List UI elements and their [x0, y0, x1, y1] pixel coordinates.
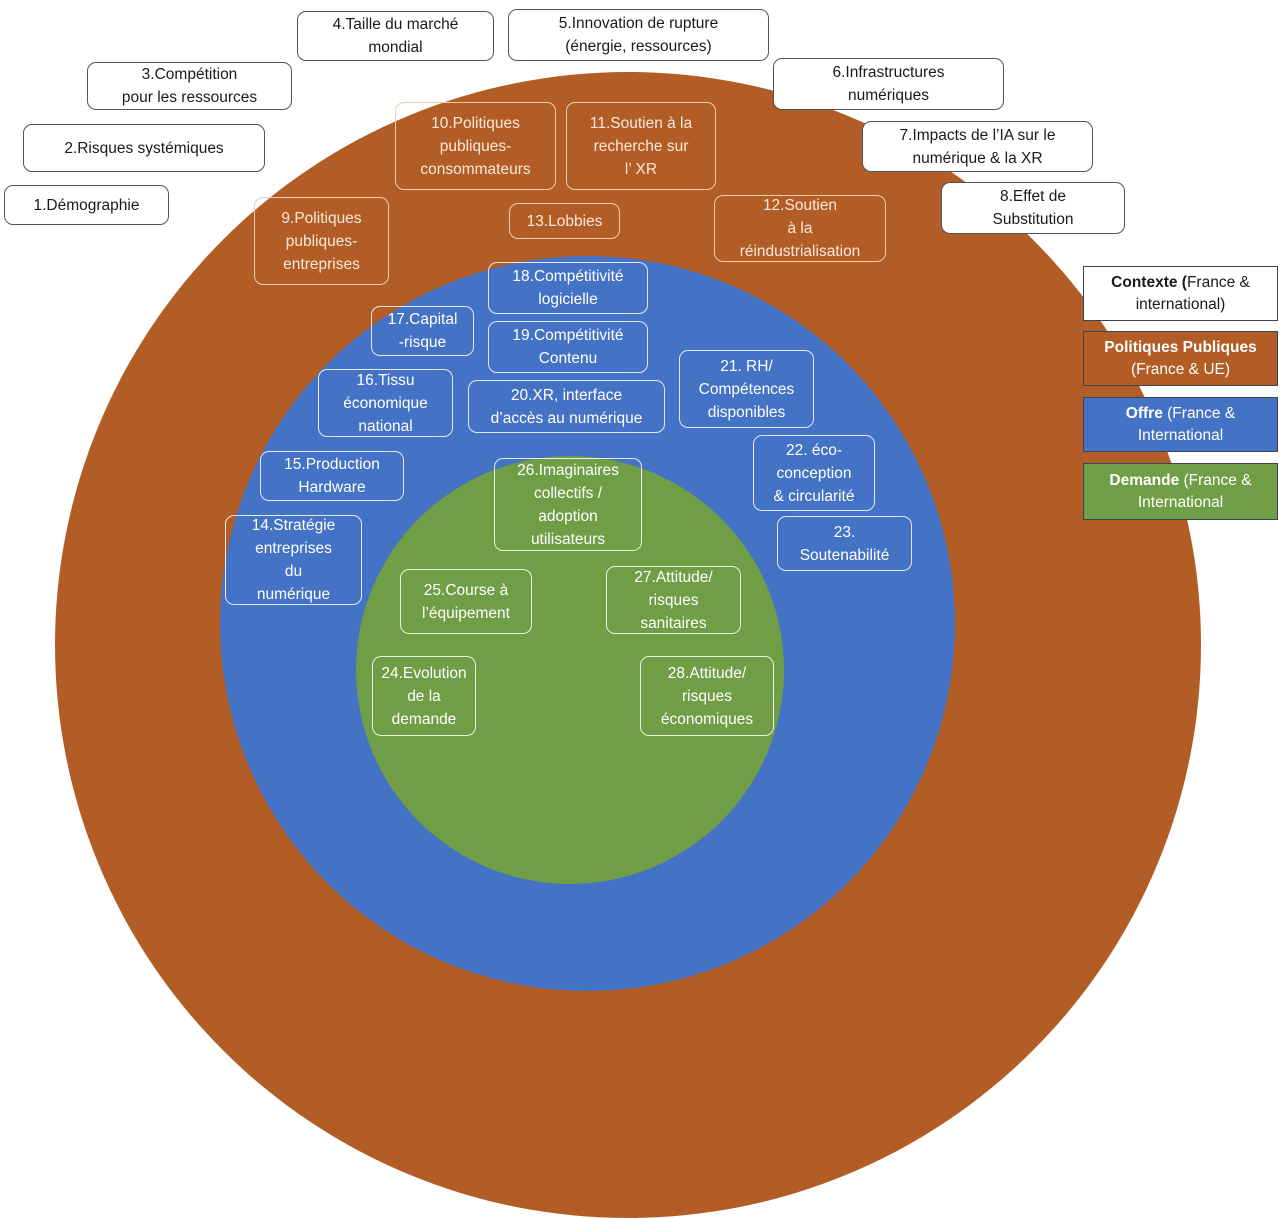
- offer-item-production-hardware: 15.Production Hardware: [260, 451, 404, 501]
- offer-item-xr-interface: 20.XR, interface d’accès au numérique: [468, 380, 665, 433]
- policy-item-lobbies: 13.Lobbies: [509, 203, 620, 239]
- legend-contexte: Contexte (France & international): [1083, 266, 1278, 321]
- legend-demande-scope: (France &: [1179, 471, 1252, 489]
- legend-demande-label: Demande: [1109, 471, 1180, 489]
- offer-item-capital-risque: 17.Capital -risque: [371, 306, 474, 356]
- legend-offre-scope: (France &: [1162, 404, 1236, 422]
- legend-contexte-scope: France &: [1186, 273, 1250, 291]
- offer-item-strategie: 14.Stratégie entreprises du numérique: [225, 515, 362, 605]
- legend-contexte-label: Contexte (: [1111, 273, 1187, 291]
- legend-politiques: Politiques Publiques (France & UE): [1083, 331, 1278, 386]
- context-item-infrastructures: 6.Infrastructures numériques: [773, 58, 1004, 110]
- demand-item-risques-economiques: 28.Attitude/ risques économiques: [640, 656, 774, 736]
- demand-item-evolution-demande: 24.Evolution de la demande: [372, 656, 476, 736]
- context-item-taille-marche: 4.Taille du marché mondial: [297, 11, 494, 61]
- legend-politiques-label: Politiques Publiques: [1104, 338, 1257, 356]
- legend-demande-scope-2: International: [1137, 493, 1224, 511]
- offer-item-tissu-economique: 16.Tissu économique national: [318, 369, 453, 437]
- legend-contexte-scope-2: international): [1135, 295, 1226, 313]
- offer-item-soutenabilite: 23. Soutenabilité: [777, 516, 912, 571]
- demand-item-risques-sanitaires: 27.Attitude/ risques sanitaires: [606, 566, 741, 634]
- legend-offre-label: Offre: [1125, 404, 1163, 422]
- offer-item-eco-conception: 22. éco- conception & circularité: [753, 435, 875, 511]
- offer-item-competitivite-contenu: 19.Compétitivité Contenu: [488, 321, 648, 373]
- context-item-innovation-rupture: 5.Innovation de rupture (énergie, ressou…: [508, 9, 769, 61]
- context-item-impacts-ia: 7.Impacts de l’IA sur le numérique & la …: [862, 121, 1093, 172]
- demand-item-course-equipement: 25.Course à l’équipement: [400, 569, 532, 634]
- offer-item-rh-competences: 21. RH/ Compétences disponibles: [679, 350, 814, 428]
- offer-item-competitivite-logicielle: 18.Compétitivité logicielle: [488, 262, 648, 314]
- context-item-risques-systemiques: 2.Risques systémiques: [23, 124, 265, 172]
- legend-politiques-scope: (France & UE): [1130, 360, 1231, 378]
- demand-item-imaginaires-collectifs: 26.Imaginaires collectifs / adoption uti…: [494, 458, 642, 551]
- legend-offre: Offre (France & International: [1083, 397, 1278, 452]
- context-item-competition-ressources: 3.Compétition pour les ressources: [87, 62, 292, 110]
- legend-demande: Demande (France & International: [1083, 463, 1278, 520]
- context-item-effet-substitution: 8.Effet de Substitution: [941, 182, 1125, 234]
- policy-item-consommateurs: 10.Politiques publiques- consommateurs: [395, 102, 556, 190]
- policy-item-entreprises: 9.Politiques publiques- entreprises: [254, 197, 389, 285]
- policy-item-soutien-recherche: 11.Soutien à la recherche sur l’ XR: [566, 102, 716, 190]
- context-item-demographie: 1.Démographie: [4, 185, 169, 225]
- policy-item-reindustrialisation: 12.Soutien à la réindustrialisation: [714, 195, 886, 262]
- legend-offre-scope-2: International: [1137, 426, 1224, 444]
